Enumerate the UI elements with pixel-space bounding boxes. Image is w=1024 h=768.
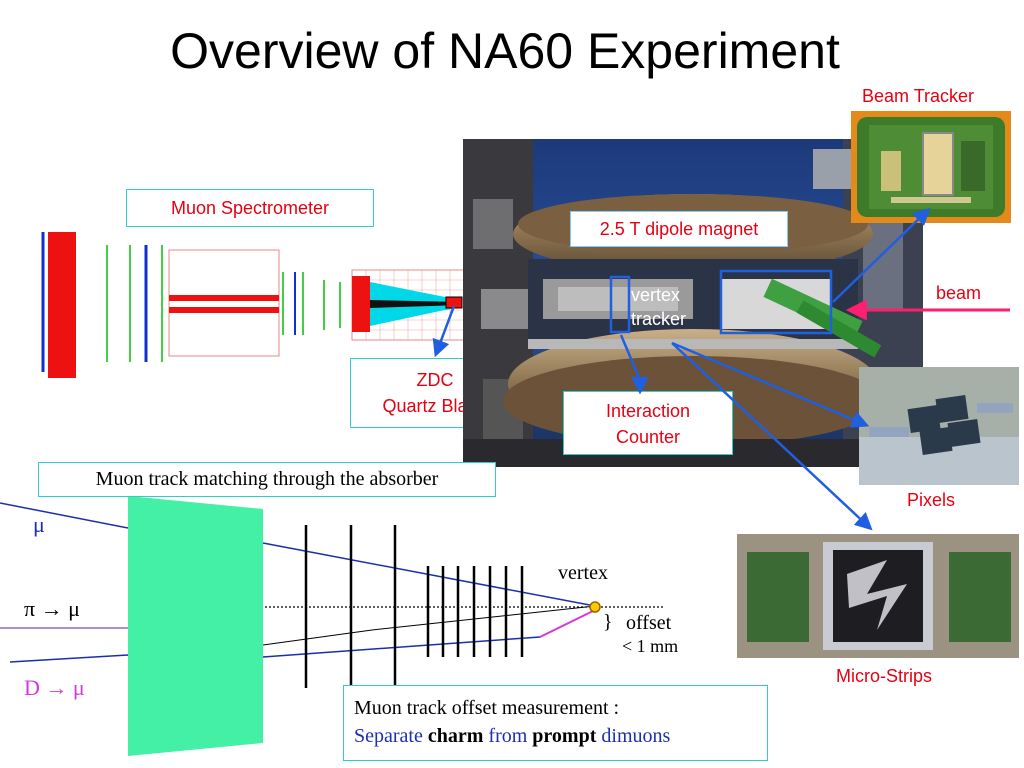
pixels-arrow — [671, 341, 870, 428]
dimuons-text: dimuons — [596, 725, 671, 747]
d-mu-offset-segment — [539, 609, 596, 638]
interaction-counter-line1: Interaction — [605, 401, 691, 421]
d-mu-track-matched — [262, 636, 541, 658]
offset-measurement-box: Muon track offset measurement : Separate… — [343, 685, 768, 761]
vertex-tracker-label: vertex tracker — [631, 283, 686, 331]
prompt-text: prompt — [532, 725, 597, 747]
mu-track-upstream — [0, 502, 129, 529]
zdc-label-line2: Quartz Blade — [382, 396, 488, 416]
beam-tracker-arrow — [832, 207, 931, 303]
muon-wall — [48, 232, 76, 378]
d-mu-track-upstream — [9, 654, 129, 663]
beam-label: beam — [936, 283, 982, 303]
vertex-text: vertex — [558, 562, 608, 584]
from-text: from — [483, 725, 533, 747]
vertex-marker — [589, 601, 601, 613]
interaction-counter-line2: Counter — [615, 427, 681, 447]
page-title: Overview of NA60 Experiment — [170, 23, 840, 79]
muon-spectrometer-label: Muon Spectrometer — [126, 189, 374, 227]
zdc-label-line1: ZDC — [416, 370, 454, 390]
beam-tracker-highlight — [719, 269, 833, 335]
charm-text: charm — [427, 725, 484, 747]
beam-tracker-label: Beam Tracker — [862, 86, 975, 106]
micro-strips-label: Micro-Strips — [836, 666, 933, 686]
pixels-label: Pixels — [907, 490, 956, 510]
offset-box-line2: Separate charm from prompt dimuons — [354, 722, 757, 750]
beam-tracker-photo — [851, 111, 1011, 223]
interaction-counter-label: Interaction Counter — [563, 391, 733, 455]
offset-brace: } — [603, 611, 613, 633]
hadron-absorber-block — [128, 496, 263, 756]
track-matching-title: Muon track matching through the absorber — [38, 462, 496, 497]
mu-label: μ — [33, 512, 45, 537]
pi-mu-label: π → μ — [24, 596, 80, 621]
offset-value: < 1 mm — [622, 636, 679, 656]
offset-box-line1: Muon track offset measurement : — [354, 697, 620, 719]
micro-strips-arrow — [671, 342, 873, 531]
dipole-magnet-label: 2.5 T dipole magnet — [570, 211, 788, 247]
pi-mu-track-a — [262, 629, 373, 646]
toroid-magnet — [168, 249, 280, 357]
zdc-arrow — [432, 305, 456, 358]
pi-mu-track-b — [371, 605, 596, 631]
vertex-tracker-line1: vertex — [631, 285, 681, 305]
d-mu-label: D → μ — [24, 675, 85, 700]
interaction-counter-arrow — [619, 334, 649, 395]
micro-strips-photo — [737, 534, 1019, 658]
pixels-photo — [859, 367, 1019, 485]
vertex-tracker-highlight — [609, 275, 631, 334]
separate-text: Separate — [354, 725, 428, 747]
vertex-tracker-line2: tracker — [631, 309, 687, 329]
offset-text: offset — [626, 612, 672, 634]
